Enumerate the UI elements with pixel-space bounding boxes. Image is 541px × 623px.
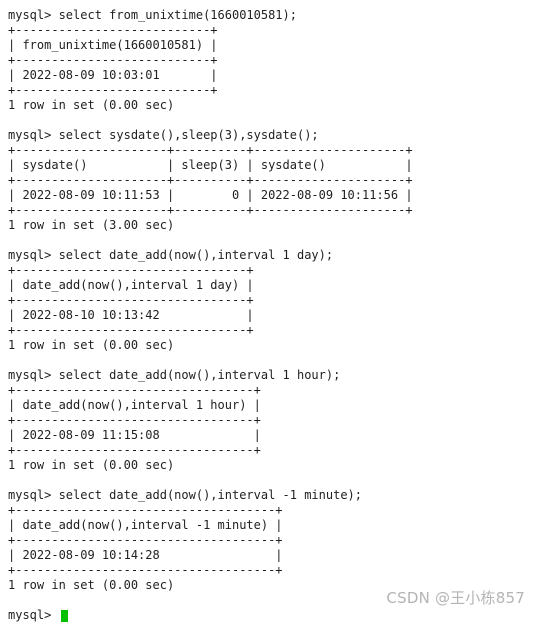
table-header-row: | sysdate() | sleep(3) | sysdate() | xyxy=(8,158,413,172)
table-border: +---------------------------+ xyxy=(8,23,218,37)
table-data-row: | 2022-08-09 11:15:08 | xyxy=(8,428,261,442)
table-data-row: | 2022-08-10 10:13:42 | xyxy=(8,308,254,322)
table-data-row: | 2022-08-09 10:11:53 | 0 | 2022-08-09 1… xyxy=(8,188,413,202)
table-data-row: | 2022-08-09 10:14:28 | xyxy=(8,548,283,562)
terminal-output[interactable]: mysql> select from_unixtime(1660010581);… xyxy=(8,8,533,622)
blank-line xyxy=(8,353,533,368)
result-summary: 1 row in set (0.00 sec) xyxy=(8,578,175,592)
table-border: +--------------------------------+ xyxy=(8,263,254,277)
table-border: +--------------------------------+ xyxy=(8,323,254,337)
blank-line xyxy=(8,473,533,488)
command-line: mysql> select sysdate(),sleep(3),sysdate… xyxy=(8,128,319,142)
table-border: +---------------------------------+ xyxy=(8,383,261,397)
table-border: +---------------------------+ xyxy=(8,83,218,97)
result-summary: 1 row in set (0.00 sec) xyxy=(8,98,175,112)
table-border: +---------------------------+ xyxy=(8,53,218,67)
blank-line xyxy=(8,233,533,248)
watermark: CSDN @王小栋857 xyxy=(386,589,525,607)
command-line: mysql> select date_add(now(),interval 1 … xyxy=(8,368,341,382)
command-line: mysql> select date_add(now(),interval -1… xyxy=(8,488,363,502)
table-border: +------------------------------------+ xyxy=(8,533,283,547)
table-header-row: | date_add(now(),interval 1 day) | xyxy=(8,278,254,292)
table-border: +------------------------------------+ xyxy=(8,503,283,517)
table-header-row: | from_unixtime(1660010581) | xyxy=(8,38,218,52)
table-border: +---------------------+----------+------… xyxy=(8,203,413,217)
table-border: +---------------------+----------+------… xyxy=(8,173,413,187)
result-summary: 1 row in set (0.00 sec) xyxy=(8,338,175,352)
blank-line xyxy=(8,113,533,128)
table-border: +---------------------------------+ xyxy=(8,413,261,427)
table-data-row: | 2022-08-09 10:03:01 | xyxy=(8,68,218,82)
table-header-row: | date_add(now(),interval -1 minute) | xyxy=(8,518,283,532)
table-border: +---------------------+----------+------… xyxy=(8,143,413,157)
table-border: +------------------------------------+ xyxy=(8,563,283,577)
result-summary: 1 row in set (0.00 sec) xyxy=(8,458,175,472)
command-line: mysql> select date_add(now(),interval 1 … xyxy=(8,248,334,262)
table-border: +--------------------------------+ xyxy=(8,293,254,307)
result-summary: 1 row in set (3.00 sec) xyxy=(8,218,175,232)
command-line: mysql> select from_unixtime(1660010581); xyxy=(8,8,297,22)
table-border: +---------------------------------+ xyxy=(8,443,261,457)
table-header-row: | date_add(now(),interval 1 hour) | xyxy=(8,398,261,412)
